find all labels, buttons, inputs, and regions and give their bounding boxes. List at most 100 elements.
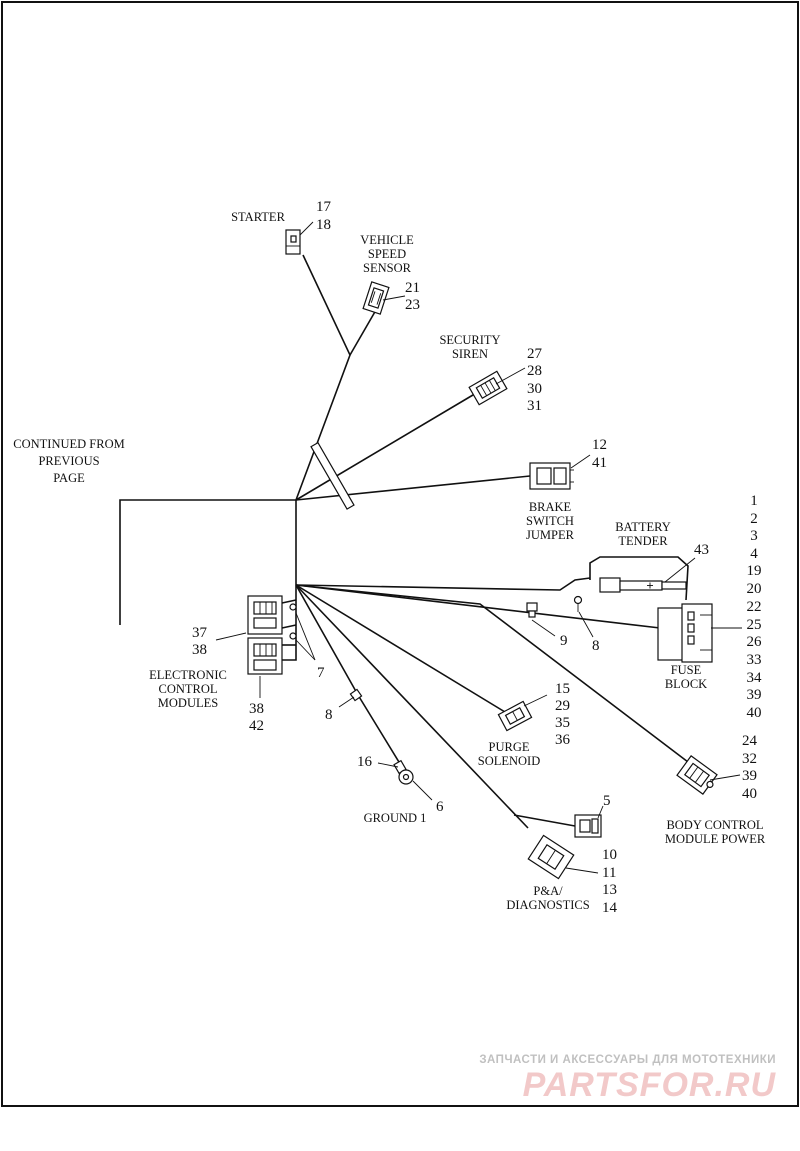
callout-23: 23 — [405, 297, 420, 313]
callout-18: 18 — [316, 217, 331, 233]
callout-37: 37 — [192, 625, 208, 641]
fuse-callout-25: 25 — [747, 617, 762, 633]
callout-11: 11 — [602, 865, 616, 881]
callout-40-bcm: 40 — [742, 786, 757, 802]
body-control-module-power-connector — [676, 755, 718, 795]
label-brake-3: JUMPER — [526, 528, 575, 542]
pa-diagnostics-connector — [513, 814, 602, 838]
label-pa-2: DIAGNOSTICS — [506, 898, 589, 912]
fuse-callout-19: 19 — [747, 563, 762, 579]
callout-42: 42 — [249, 718, 264, 734]
label-vss-2: SPEED — [368, 247, 406, 261]
fuse-callout-22: 22 — [747, 599, 762, 615]
callout-30: 30 — [527, 381, 542, 397]
label-bcm-2: MODULE POWER — [665, 832, 766, 846]
clip-8-fuse — [573, 595, 583, 612]
callout-13: 13 — [602, 882, 617, 898]
label-purge-2: SOLENOID — [478, 754, 541, 768]
label-fuse-2: BLOCK — [665, 677, 707, 691]
label-ecm-3: MODULES — [158, 696, 218, 710]
ecm-clips — [289, 603, 297, 640]
harness-wires — [119, 254, 689, 829]
label-brake-1: BRAKE — [529, 500, 572, 514]
pa-diagnostics-connector-main — [527, 834, 575, 880]
callout-35: 35 — [555, 715, 570, 731]
callout-41: 41 — [592, 455, 607, 471]
callout-32: 32 — [742, 751, 757, 767]
electronic-control-module-upper — [247, 595, 283, 635]
label-continued-2: PREVIOUS — [38, 454, 99, 468]
fuse-callout-2: 2 — [750, 511, 758, 527]
component-labels: CONTINUED FROM PREVIOUS PAGE STARTER VEH… — [13, 210, 766, 912]
callout-15: 15 — [555, 681, 570, 697]
fuse-block — [657, 603, 713, 663]
harness-sleeve — [310, 441, 355, 510]
callout-28: 28 — [527, 363, 542, 379]
label-purge-1: PURGE — [489, 740, 530, 754]
fuse-callout-26: 26 — [747, 634, 763, 650]
callout-12: 12 — [592, 437, 607, 453]
ground-ring-terminal — [393, 759, 414, 785]
callout-8-ground: 8 — [325, 707, 333, 723]
clip-9 — [526, 602, 538, 618]
callout-21: 21 — [405, 280, 420, 296]
label-fuse-1: FUSE — [671, 663, 702, 677]
electronic-control-module-lower — [247, 637, 283, 675]
callout-5: 5 — [603, 793, 611, 809]
label-battery-2: TENDER — [618, 534, 668, 548]
label-pa-1: P&A/ — [533, 884, 563, 898]
watermark-tagline: ЗАПЧАСТИ И АКСЕССУАРЫ ДЛЯ МОТОТЕХНИКИ — [479, 1054, 776, 1066]
callout-10: 10 — [602, 847, 617, 863]
fuse-callout-40: 40 — [747, 705, 762, 721]
callout-numbers: 17 18 21 23 27 28 30 31 12 41 43 1 2 3 4… — [192, 199, 762, 916]
fuse-callout-39: 39 — [747, 687, 762, 703]
brake-switch-jumper-connector — [529, 462, 574, 490]
callout-8-fuse: 8 — [592, 638, 600, 654]
label-vss-3: SENSOR — [363, 261, 412, 275]
label-brake-2: SWITCH — [526, 514, 574, 528]
label-ecm-2: CONTROL — [158, 682, 217, 696]
label-siren-2: SIREN — [452, 347, 488, 361]
callout-16: 16 — [357, 754, 373, 770]
label-battery-1: BATTERY — [615, 520, 671, 534]
label-bcm-1: BODY CONTROL — [666, 818, 763, 832]
page-border — [1, 1, 799, 1107]
fuse-callout-33: 33 — [747, 652, 762, 668]
fuse-callout-34: 34 — [747, 670, 763, 686]
callout-24: 24 — [742, 733, 758, 749]
security-siren-connector — [468, 370, 508, 406]
leader-lines — [215, 221, 742, 874]
callout-39-bcm: 39 — [742, 768, 757, 784]
watermark-brand: PARTSFOR.RU — [523, 1066, 777, 1104]
callout-9: 9 — [560, 633, 568, 649]
callout-14: 14 — [602, 900, 618, 916]
label-continued-1: CONTINUED FROM — [13, 437, 124, 451]
callout-17: 17 — [316, 199, 332, 215]
callout-7: 7 — [317, 665, 325, 681]
watermark: ЗАПЧАСТИ И АКСЕССУАРЫ ДЛЯ МОТОТЕХНИКИ PA… — [479, 1054, 777, 1104]
fuse-callout-4: 4 — [750, 546, 758, 562]
callout-29: 29 — [555, 698, 570, 714]
starter-connector — [285, 229, 301, 255]
label-starter: STARTER — [231, 210, 285, 224]
fuse-callout-1: 1 — [750, 493, 758, 509]
label-ecm-1: ELECTRONIC — [149, 668, 227, 682]
callout-27: 27 — [527, 346, 543, 362]
callout-38-a: 38 — [192, 642, 207, 658]
label-siren-1: SECURITY — [439, 333, 500, 347]
callout-43: 43 — [694, 542, 709, 558]
callout-31: 31 — [527, 398, 542, 414]
label-continued-3: PAGE — [53, 471, 85, 485]
label-ground: GROUND 1 — [364, 811, 427, 825]
callout-6: 6 — [436, 799, 444, 815]
callout-36: 36 — [555, 732, 571, 748]
callout-38-b: 38 — [249, 701, 264, 717]
battery-tender-connector — [599, 577, 687, 593]
label-vss-1: VEHICLE — [360, 233, 414, 247]
fuse-callout-20: 20 — [747, 581, 762, 597]
purge-solenoid-connector — [497, 700, 533, 732]
fuse-callout-3: 3 — [750, 528, 758, 544]
vehicle-speed-sensor-connector — [362, 281, 390, 315]
